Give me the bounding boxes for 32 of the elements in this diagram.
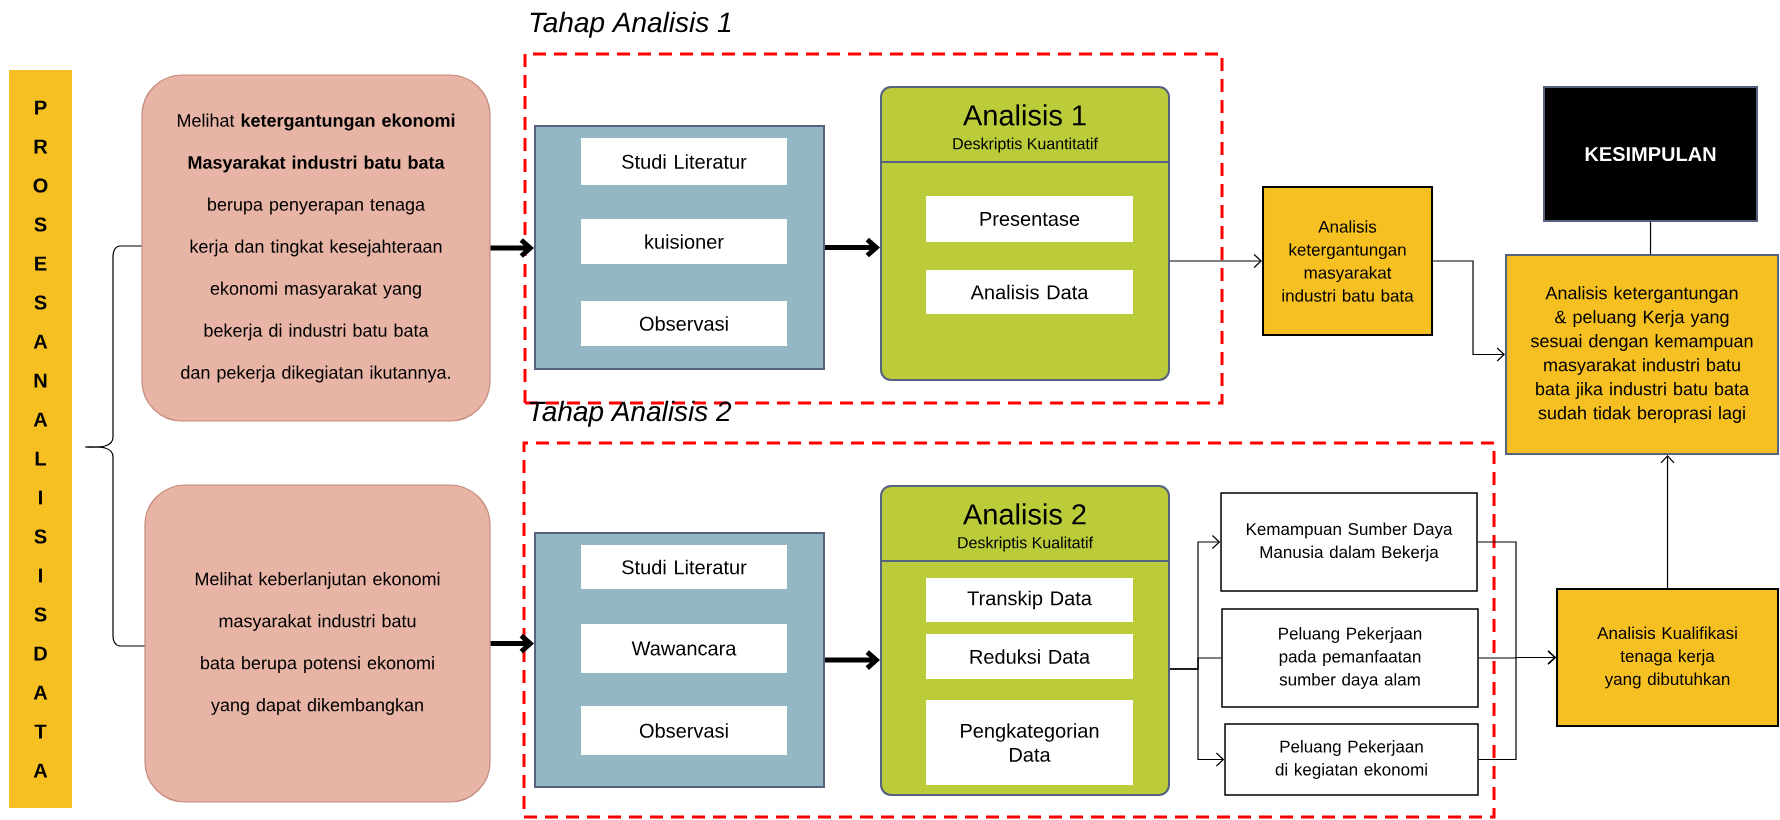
item-box: Studi Literatur	[581, 545, 787, 589]
item-box: Presentase	[926, 196, 1133, 242]
item-box: Analisis Data	[926, 270, 1133, 314]
description-box: Melihat keberlanjutan ekonomi masyarakat industri batu bata berupa potensi ekonomi yang dapat dikembangkan	[144, 484, 491, 803]
item-box: Reduksi Data	[926, 634, 1133, 679]
item-box: Wawancara	[581, 624, 787, 673]
outcome-box: Peluang Pekerjaan di kegiatan ekonomi	[1224, 723, 1479, 796]
outcome-box: Peluang Pekerjaan pada pemanfaatan sumber daya alam	[1221, 608, 1479, 708]
arrow	[1478, 650, 1557, 761]
result-box: Analisis Kualifikasi tenaga kerja yang dibutuhkan	[1556, 588, 1779, 727]
arrow	[825, 237, 880, 258]
stage-heading: Tahap Analisis 1	[530, 11, 731, 38]
item-box: Studi Literatur	[581, 138, 787, 185]
arrow	[1432, 260, 1506, 362]
arrow	[490, 238, 534, 258]
item-box: Pengkategorian Data	[926, 700, 1133, 785]
band-label: PROSES ANALISIS DATA	[9, 70, 72, 808]
item-box: Transkip Data	[926, 578, 1133, 622]
conclusion-box: KESIMPULAN	[1543, 86, 1758, 222]
item-box: Observasi	[581, 301, 787, 346]
result-box: Analisis ketergantungan & peluang Kerja yang sesuai dengan kemampuan masyarakat industri batu bata jika industri batu bata sudah tidak beroprasi lagi	[1505, 254, 1779, 455]
arrow	[825, 650, 880, 670]
arrow	[1169, 253, 1262, 269]
result-box: Analisis ketergantungan masyarakat industri batu bata	[1262, 186, 1433, 336]
outcome-box: Kemampuan Sumber Daya Manusia dalam Bekerja	[1220, 492, 1478, 592]
item-box: kuisioner	[581, 219, 787, 264]
arrow	[1169, 668, 1225, 767]
item-box: Observasi	[581, 706, 787, 755]
stage-heading: Tahap Analisis 2	[529, 400, 732, 427]
arrow	[490, 633, 534, 654]
description-box: Melihat ketergantungan ekonomi Masyarakat industri batu bata berupa penyerapan tenaga kerja dan tingkat kesejahteraan ekonomi masyarakat yang bekerja di industri batu bata dan pekerja dikegiatan ikutannya.	[141, 74, 491, 422]
arrow	[1660, 455, 1675, 589]
